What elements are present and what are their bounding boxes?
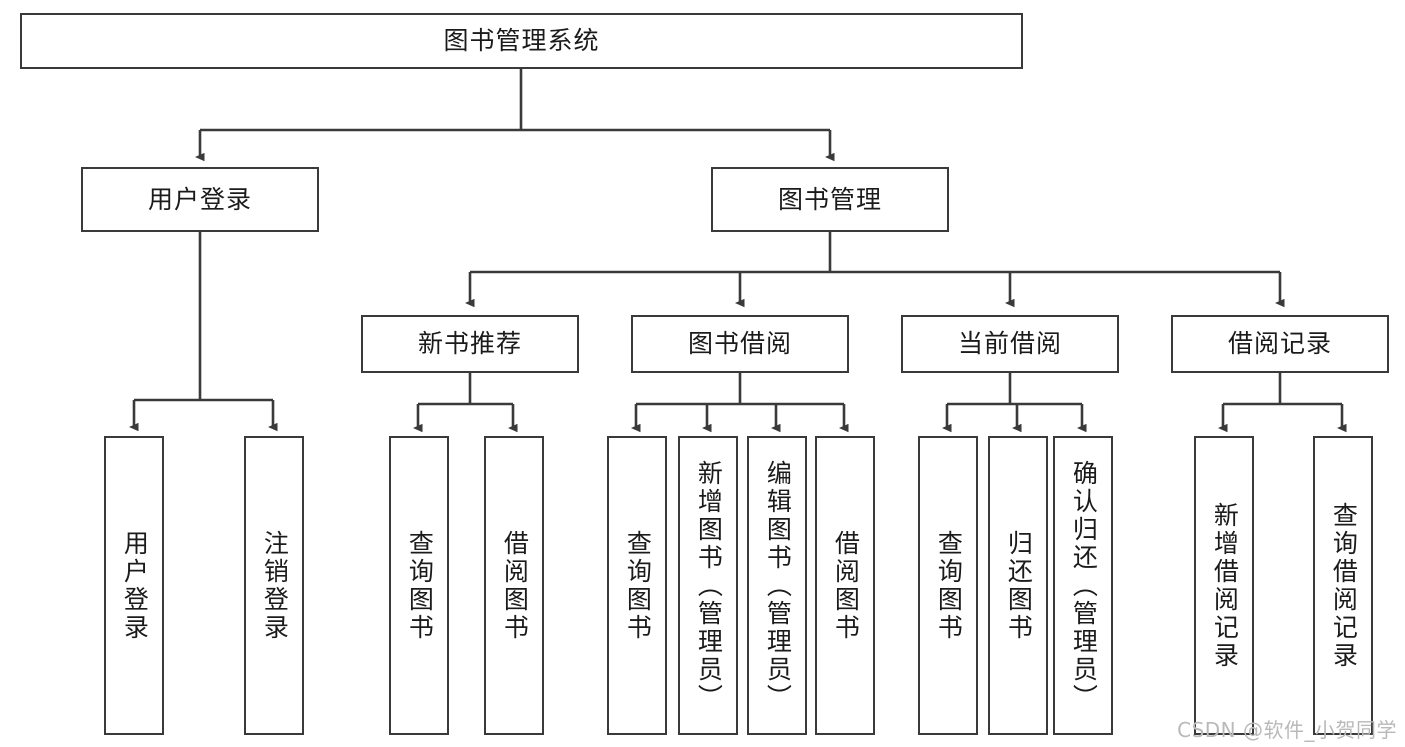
- watermark: CSDN @软件_小贺同学: [1177, 718, 1397, 742]
- leaf-return-book[interactable]: 归还图书: [988, 436, 1048, 735]
- node-label: 编辑图书（管理员）: [763, 459, 793, 712]
- node-book-borrow[interactable]: 图书借阅: [631, 315, 849, 373]
- leaf-add-borrow-record[interactable]: 新增借阅记录: [1194, 436, 1254, 735]
- leaf-confirm-return-admin[interactable]: 确认归还（管理员）: [1053, 436, 1113, 735]
- leaf-user-login[interactable]: 用户登录: [104, 436, 164, 735]
- node-label: 用户登录: [120, 529, 150, 642]
- node-label: 确认归还（管理员）: [1069, 459, 1099, 712]
- node-book-management[interactable]: 图书管理: [711, 167, 949, 232]
- node-current-borrow[interactable]: 当前借阅: [901, 315, 1119, 373]
- leaf-borrow-book-recommend[interactable]: 借阅图书: [484, 436, 544, 735]
- node-label: 查询图书: [623, 529, 653, 642]
- node-label: 当前借阅: [957, 329, 1062, 358]
- node-label: 查询图书: [405, 529, 435, 642]
- leaf-add-book-admin[interactable]: 新增图书（管理员）: [678, 436, 738, 735]
- node-label: 查询图书: [934, 529, 964, 642]
- node-new-book-recommend[interactable]: 新书推荐: [361, 315, 579, 373]
- node-label: 借阅图书: [831, 529, 861, 642]
- node-label: 图书管理系统: [443, 26, 600, 55]
- node-label: 借阅图书: [500, 529, 530, 642]
- node-borrow-record[interactable]: 借阅记录: [1171, 315, 1389, 373]
- node-label: 借阅记录: [1227, 329, 1332, 358]
- leaf-edit-book-admin[interactable]: 编辑图书（管理员）: [747, 436, 807, 735]
- node-label: 新增借阅记录: [1210, 501, 1240, 670]
- node-label: 新书推荐: [417, 329, 522, 358]
- leaf-query-book-current[interactable]: 查询图书: [918, 436, 978, 735]
- leaf-query-book-recommend[interactable]: 查询图书: [389, 436, 449, 735]
- node-label: 查询借阅记录: [1329, 501, 1359, 670]
- node-label: 图书借阅: [687, 329, 792, 358]
- leaf-logout[interactable]: 注销登录: [244, 436, 304, 735]
- leaf-query-book-borrow[interactable]: 查询图书: [607, 436, 667, 735]
- leaf-query-borrow-record[interactable]: 查询借阅记录: [1313, 436, 1373, 735]
- node-root-book-management-system[interactable]: 图书管理系统: [20, 13, 1023, 69]
- leaf-borrow-book[interactable]: 借阅图书: [815, 436, 875, 735]
- node-label: 用户登录: [147, 184, 252, 214]
- node-label: 新增图书（管理员）: [694, 459, 724, 712]
- node-label: 图书管理: [777, 184, 882, 214]
- node-user-login[interactable]: 用户登录: [81, 167, 319, 232]
- node-label: 归还图书: [1004, 529, 1034, 642]
- node-label: 注销登录: [260, 529, 290, 642]
